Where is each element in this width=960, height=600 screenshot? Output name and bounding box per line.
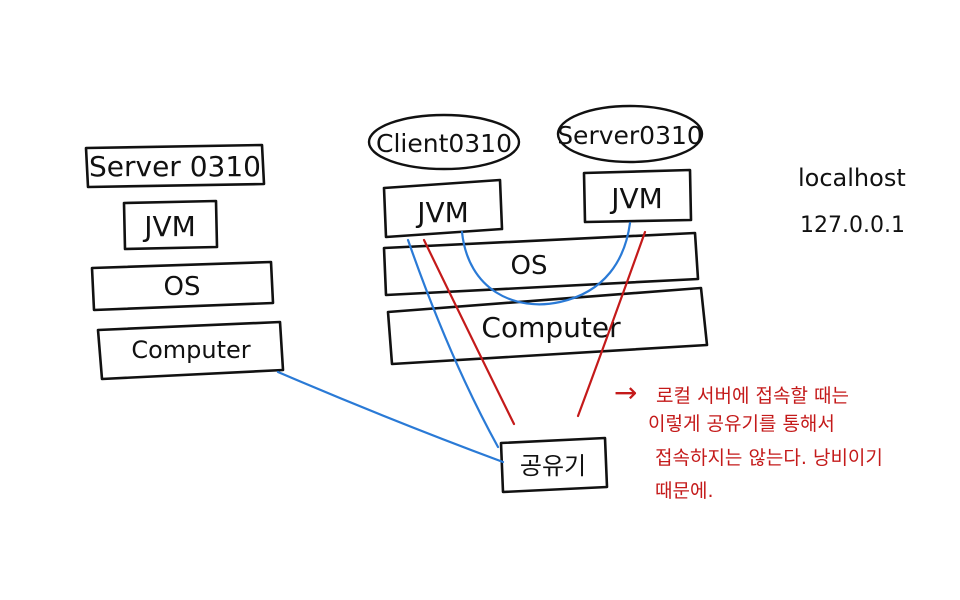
side-labels: localhost 127.0.0.1: [798, 164, 906, 238]
localhost-label: localhost: [798, 164, 906, 192]
left-server-label: Server 0310: [89, 150, 261, 183]
client-jvm-label: JVM: [415, 196, 469, 229]
right-server-bubble: [556, 104, 704, 164]
connections: [276, 221, 647, 464]
left-jvm-label: JVM: [142, 210, 196, 243]
client-label: Client0310: [376, 129, 512, 158]
blue-line-left-computer-to-router: [276, 370, 505, 464]
blue-loop-client-jvm-to-server-jvm: [460, 221, 632, 306]
right-stack: Client0310 Server0310 JVM JVM OS Compute…: [367, 104, 709, 366]
router-label: 공유기: [520, 452, 586, 480]
red-line-server-jvm-to-router: [576, 230, 647, 418]
left-os-box: [90, 260, 275, 312]
left-computer-label: Computer: [131, 336, 250, 364]
note-line-1: 로컬 서버에 접속할 때는: [656, 385, 849, 407]
left-server-box: [84, 143, 266, 189]
blue-line-client-jvm-to-router: [406, 238, 500, 449]
red-line-client-jvm-to-router: [422, 238, 516, 426]
ip-label: 127.0.0.1: [800, 213, 905, 238]
right-os-box: [382, 231, 700, 297]
note-arrow: →: [614, 376, 637, 409]
note-line-4: 때문에.: [655, 480, 713, 502]
right-server-label: Server0310: [557, 121, 703, 150]
note-line-3: 접속하지는 않는다. 낭비이기: [655, 447, 883, 469]
left-jvm-box: [122, 199, 219, 251]
note: → 로컬 서버에 접속할 때는 이렇게 공유기를 통해서 접속하지는 않는다. …: [614, 376, 883, 502]
left-stack: Server 0310 JVM OS Computer: [84, 143, 285, 381]
right-os-label: OS: [511, 251, 548, 281]
client-jvm-box: [382, 178, 504, 239]
router-box: [499, 436, 609, 494]
note-line-2: 이렇게 공유기를 통해서: [648, 413, 835, 435]
client-bubble: [367, 113, 521, 171]
right-computer-box: [386, 286, 709, 366]
left-os-label: OS: [164, 272, 201, 302]
router: 공유기: [499, 436, 609, 494]
server-jvm-box: [582, 168, 693, 224]
server-jvm-label: JVM: [609, 182, 663, 215]
right-computer-label: Computer: [481, 311, 621, 344]
left-computer-box: [96, 320, 285, 381]
